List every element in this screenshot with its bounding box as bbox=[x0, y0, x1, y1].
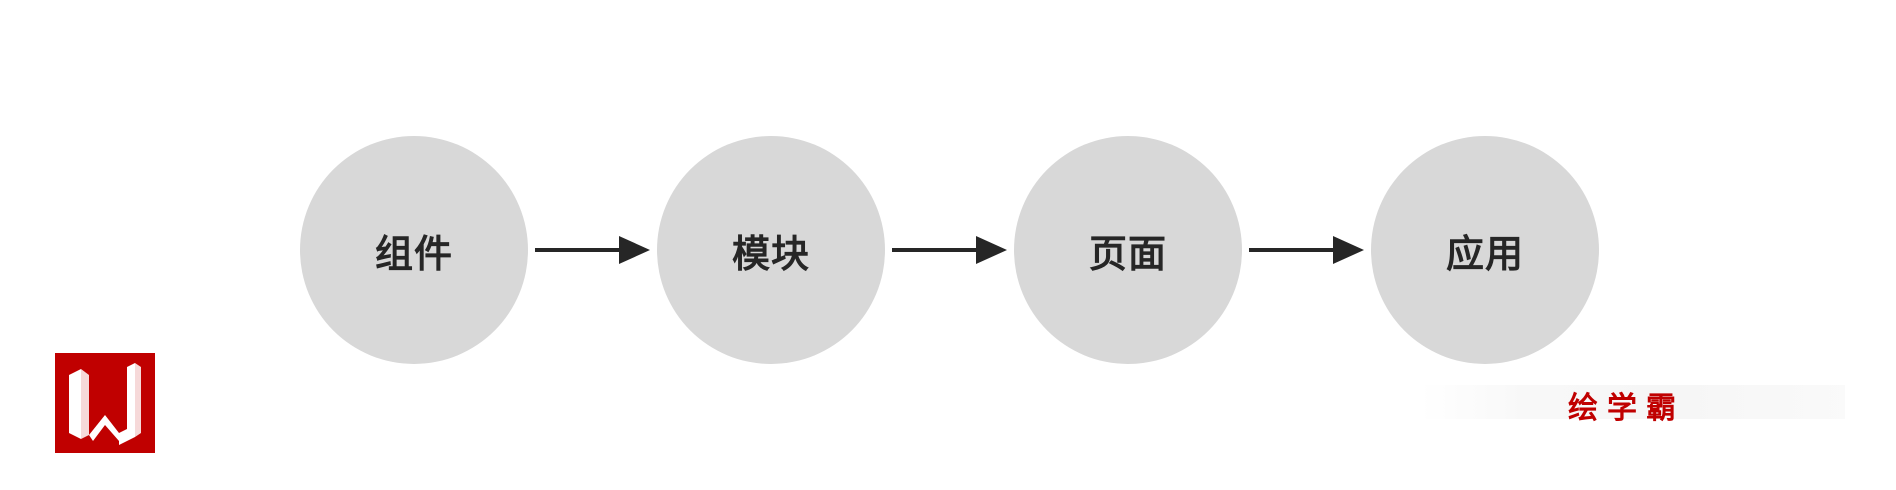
node-label: 页面 bbox=[1088, 231, 1167, 276]
arrow-right-icon bbox=[892, 236, 1007, 264]
node-application: 应用 bbox=[1371, 136, 1599, 364]
watermark-text: 绘学霸 bbox=[1568, 391, 1685, 426]
node-label: 组件 bbox=[374, 231, 453, 276]
arrow-right-icon bbox=[1249, 236, 1364, 264]
node-component: 组件 bbox=[300, 136, 528, 364]
letter-w-logo-icon bbox=[55, 353, 155, 453]
node-page: 页面 bbox=[1014, 136, 1242, 364]
watermark-strip bbox=[1420, 385, 1845, 419]
node-module: 模块 bbox=[657, 136, 885, 364]
arrow-right-icon bbox=[535, 236, 650, 264]
node-label: 应用 bbox=[1445, 231, 1524, 276]
node-label: 模块 bbox=[731, 231, 810, 276]
